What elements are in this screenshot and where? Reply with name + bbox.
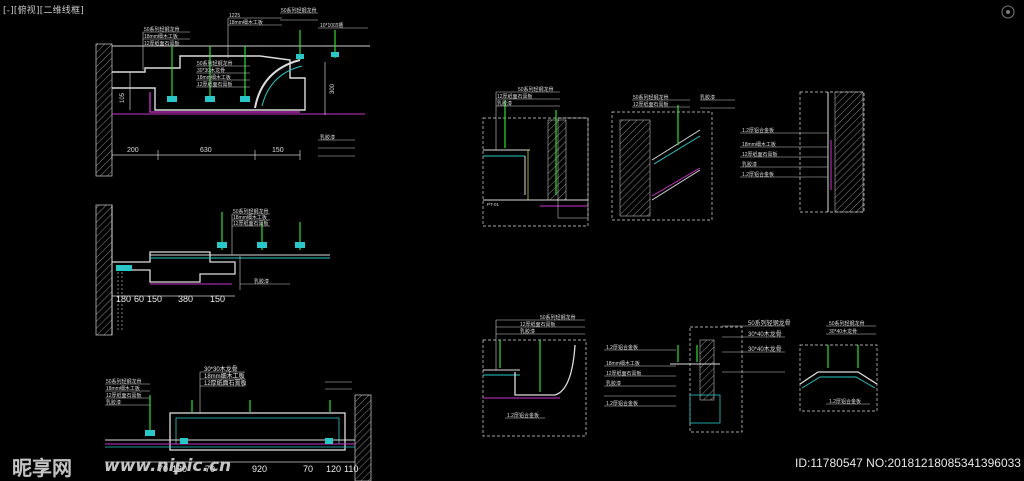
note-12-gypsum: 12厚纸面石膏板 xyxy=(144,40,180,47)
note-r3-e: 1.2厚铝合金板 xyxy=(742,171,774,178)
note-18mm-d: 18mm细木工板 xyxy=(233,214,267,221)
note-r2-c: 乳胶漆 xyxy=(700,94,715,101)
watermark-logo: 昵享网 xyxy=(12,456,72,480)
dim-70a: 70 xyxy=(158,464,168,474)
dim-120a: 120 xyxy=(172,464,187,474)
note-r5-h: 30*40木龙骨 xyxy=(748,345,782,353)
note-r4-a: 50系列轻钢龙骨 xyxy=(540,314,576,321)
dim-380: 380 xyxy=(178,294,193,304)
dim-200: 200 xyxy=(127,147,139,154)
note-12-gypsum-c: 12厚纸面石膏板 xyxy=(233,220,269,227)
detail-right-3: 1.2厚铝合金板 18mm细木工板 12厚纸面石膏板 乳胶漆 1.2厚铝合金板 xyxy=(740,91,865,213)
note-r4-c: 乳胶漆 xyxy=(520,328,535,335)
note-r6-a: 50系列轻钢龙骨 xyxy=(829,320,865,327)
note-18mm-f: 18mm细木工板 xyxy=(106,385,140,392)
detail-right-6: 50系列轻钢龙骨 30*40木龙骨 1.2厚铝合金板 xyxy=(799,320,878,412)
note-50-top: 50系列轻钢龙骨 xyxy=(281,7,317,14)
note-r1-a: 50系列轻钢龙骨 xyxy=(518,86,554,93)
note-50-keel-d: 50系列轻钢龙骨 xyxy=(106,378,142,385)
note-r1-b: 12厚纸面石膏板 xyxy=(497,93,533,100)
note-1225: 1225 xyxy=(229,13,240,19)
dim-110: 110 xyxy=(344,464,358,474)
note-30x30-b: 30*30木龙骨 xyxy=(204,365,238,373)
ceiling-profile xyxy=(112,55,306,111)
dim-60: 60 xyxy=(134,294,144,304)
note-latex: 乳胶漆 xyxy=(320,134,335,141)
note-10x10: 10*10凹槽 xyxy=(320,22,343,29)
note-r2-b: 12厚纸面石膏板 xyxy=(633,101,669,108)
detail-top-left: 200 630 150 105 300 50系列轻钢龙骨 18mm细木工板 12… xyxy=(95,7,370,177)
detail-mid-left: 180 60 150 380 150 50系列轻钢龙骨 18mm细木工板 12厚… xyxy=(95,204,330,336)
watermark-url: www.nipic.cn xyxy=(104,456,232,476)
note-r4-b: 12厚纸面石膏板 xyxy=(520,321,556,328)
dim-150a: 150 xyxy=(147,294,162,304)
note-18mm-c: 18mm细木工板 xyxy=(197,74,231,81)
note-r5-a: 1.2厚铝合金板 xyxy=(606,344,638,351)
viewport-label[interactable]: [-][俯视][二维线框] xyxy=(3,6,84,16)
note-r4-d: 1.2厚铝合金板 xyxy=(507,412,539,419)
note-latex-b: 乳胶漆 xyxy=(254,278,269,285)
note-18mm: 18mm细木工板 xyxy=(144,33,178,40)
dim-180: 180 xyxy=(116,294,131,304)
dim-150: 150 xyxy=(272,147,284,154)
note-r5-f: 50系列轻钢龙骨 xyxy=(748,319,791,327)
dim-70b: 70 xyxy=(205,464,215,474)
note-r5-e: 1.2厚铝合金板 xyxy=(606,400,638,407)
dim-105: 105 xyxy=(120,92,126,103)
detail-right-1: 50系列轻钢龙骨 12厚纸面石膏板 乳胶漆 PT-01 xyxy=(482,86,589,227)
dim-70c: 70 xyxy=(303,464,313,474)
dim-120b: 120 xyxy=(326,464,341,474)
note-r2-a: 50系列轻钢龙骨 xyxy=(633,94,669,101)
note-r6-b: 30*40木龙骨 xyxy=(829,328,857,335)
note-12-gypsum-d: 12厚纸面石膏板 xyxy=(204,379,247,387)
note-30x30: 30*30木龙骨 xyxy=(197,67,225,74)
note-r6-c: 1.2厚铝合金板 xyxy=(829,398,861,405)
note-r5-g: 30*40木龙骨 xyxy=(748,330,782,338)
view-cube-icon[interactable] xyxy=(1000,4,1016,20)
note-r1-c: 乳胶漆 xyxy=(497,100,512,107)
tag-r1: PT-01 xyxy=(487,202,500,207)
note-50-keel: 50系列轻钢龙骨 xyxy=(144,26,180,33)
detail-right-4: 50系列轻钢龙骨 12厚纸面石膏板 乳胶漆 1.2厚铝合金板 xyxy=(482,314,587,437)
note-18mm-b: 18mm细木工板 xyxy=(229,19,263,26)
note-r3-a: 1.2厚铝合金板 xyxy=(742,127,774,134)
note-r5-b: 18mm细木工板 xyxy=(606,360,640,367)
dim-150b: 150 xyxy=(210,294,225,304)
dim-920: 920 xyxy=(252,464,267,474)
ceiling-profile xyxy=(112,251,236,283)
note-r5-c: 12厚纸面石膏板 xyxy=(606,370,642,377)
note-50-keel-c: 50系列轻钢龙骨 xyxy=(233,208,269,215)
image-id-text: ID:11780547 NO:20181218085341396033 xyxy=(795,456,1021,470)
note-18mm-e: 18mm细木工板 xyxy=(204,372,245,380)
note-latex-c: 乳胶漆 xyxy=(106,399,121,406)
note-r3-c: 12厚纸面石膏板 xyxy=(742,151,778,158)
note-r3-b: 18mm细木工板 xyxy=(742,141,776,148)
note-50-keel-b: 50系列轻钢龙骨 xyxy=(197,60,233,67)
detail-right-2: 50系列轻钢龙骨 12厚纸面石膏板 乳胶漆 xyxy=(557,94,735,221)
note-12-gypsum-e: 12厚纸面石膏板 xyxy=(106,392,142,399)
note-r5-d: 乳胶漆 xyxy=(606,380,621,387)
wall-hatch xyxy=(95,43,113,177)
detail-right-5: 1.2厚铝合金板 18mm细木工板 12厚纸面石膏板 乳胶漆 1.2厚铝合金板 … xyxy=(604,319,791,433)
note-12-gypsum-b: 12厚纸面石膏板 xyxy=(197,81,233,88)
detail-bottom-left: 70 120 70 920 70 120 110 30*30木龙骨 18mm细木… xyxy=(105,365,372,481)
dim-630: 630 xyxy=(200,147,212,154)
dim-300: 300 xyxy=(330,83,336,94)
note-r3-d: 乳胶漆 xyxy=(742,161,757,168)
